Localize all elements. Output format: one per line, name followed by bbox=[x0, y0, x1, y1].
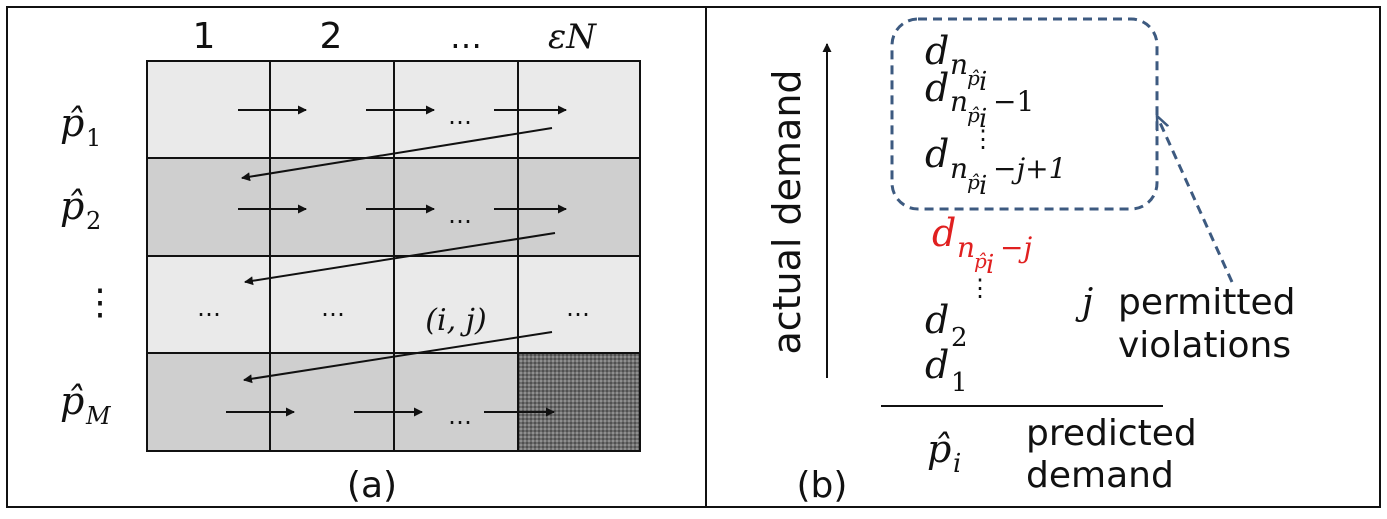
svg-text:p̂: p̂ bbox=[967, 66, 980, 90]
cell-ellipsis-4: … bbox=[566, 294, 590, 322]
svg-text:i: i bbox=[979, 104, 987, 134]
svg-text:d: d bbox=[925, 29, 949, 73]
y-axis-label: actual demand bbox=[765, 69, 809, 354]
row-label-p2: p̂ 2 bbox=[60, 184, 101, 235]
grid-lines bbox=[146, 60, 641, 452]
svg-text:p̂: p̂ bbox=[967, 170, 980, 194]
x-axis-p-i: p̂ i bbox=[927, 427, 961, 479]
svg-text:permitted: permitted bbox=[1118, 282, 1295, 323]
svg-text:p̂: p̂ bbox=[60, 184, 84, 228]
svg-text:j: j bbox=[1075, 282, 1093, 323]
svg-text:M: M bbox=[85, 402, 112, 430]
row-label-pm: p̂ M bbox=[60, 379, 112, 430]
term-d-1: d 1 bbox=[925, 343, 968, 398]
cell-label-i-j: (i, j) bbox=[425, 303, 486, 338]
traversal-arrows bbox=[226, 105, 567, 417]
row-m-ellipsis: … bbox=[448, 402, 472, 430]
panel-b-caption: (b) bbox=[797, 465, 848, 506]
box-vertical-dots: ⋮ bbox=[971, 125, 995, 153]
x-axis-label-line1: predicted bbox=[1026, 413, 1197, 454]
term-d-n-p-i-minus-1: d n p̂ i −1 bbox=[925, 66, 1034, 134]
svg-text:p̂: p̂ bbox=[927, 427, 951, 471]
column-label-1: 1 bbox=[193, 16, 216, 57]
cell-ellipsis-2: … bbox=[321, 294, 345, 322]
svg-text:d: d bbox=[932, 211, 956, 255]
row-label-vertical-dots: ⋮ bbox=[82, 282, 118, 323]
svg-text:p̂: p̂ bbox=[974, 249, 987, 273]
column-label-ellipsis: … bbox=[450, 18, 482, 56]
cell-ellipsis-1: … bbox=[197, 294, 221, 322]
svg-text:d: d bbox=[925, 298, 949, 342]
svg-text:i: i bbox=[953, 449, 961, 479]
svg-text:d: d bbox=[925, 343, 949, 387]
panel-b: actual demand d n p̂ i d n p̂ i −1 ⋮ d n… bbox=[765, 17, 1295, 506]
svg-text:i: i bbox=[979, 171, 987, 201]
svg-text:−j: −j bbox=[1000, 231, 1032, 264]
term-d-2: d 2 bbox=[925, 298, 968, 353]
svg-text:n: n bbox=[957, 231, 975, 264]
svg-text:d: d bbox=[925, 66, 949, 110]
svg-text:p̂: p̂ bbox=[967, 103, 980, 127]
svg-text:i: i bbox=[979, 67, 987, 97]
svg-text:d: d bbox=[925, 132, 949, 176]
figure-frame bbox=[6, 6, 1381, 508]
svg-text:i: i bbox=[986, 250, 994, 280]
panel-a-caption: (a) bbox=[347, 465, 397, 506]
column-label-2: 2 bbox=[320, 16, 343, 57]
x-axis-label-line2: demand bbox=[1026, 455, 1174, 496]
svg-text:n: n bbox=[950, 48, 968, 81]
svg-text:2: 2 bbox=[86, 207, 101, 235]
term-d-n-p-i-minus-j-plus-1: d n p̂ i −j+1 bbox=[925, 132, 1066, 201]
row-2-ellipsis: … bbox=[448, 201, 472, 229]
panel-a: 1 2 … εN p̂ 1 p̂ 2 ⋮ p̂ bbox=[60, 16, 641, 506]
j-permitted-violations-label: j permitted violations bbox=[1075, 282, 1295, 366]
svg-text:1: 1 bbox=[951, 368, 968, 398]
term-d-n-p-i: d n p̂ i bbox=[925, 29, 987, 97]
term-d-n-p-i-minus-j-highlighted: d n p̂ i −j bbox=[932, 211, 1032, 280]
svg-text:violations: violations bbox=[1118, 325, 1291, 366]
svg-text:p̂: p̂ bbox=[60, 379, 84, 423]
svg-text:−1: −1 bbox=[993, 85, 1034, 118]
row-label-p1: p̂ 1 bbox=[60, 101, 101, 152]
svg-text:1: 1 bbox=[86, 124, 101, 152]
lower-vertical-dots: ⋮ bbox=[968, 274, 992, 302]
svg-text:n: n bbox=[950, 152, 968, 185]
svg-text:−j+1: −j+1 bbox=[993, 152, 1066, 185]
violations-pointer-arrow bbox=[1155, 116, 1234, 283]
column-label-epsilon-n: εN bbox=[548, 17, 597, 57]
row-1-ellipsis: … bbox=[448, 102, 472, 130]
final-cell-hatched bbox=[518, 353, 640, 451]
svg-text:n: n bbox=[950, 85, 968, 118]
svg-text:p̂: p̂ bbox=[60, 101, 84, 145]
svg-text:2: 2 bbox=[951, 323, 968, 353]
